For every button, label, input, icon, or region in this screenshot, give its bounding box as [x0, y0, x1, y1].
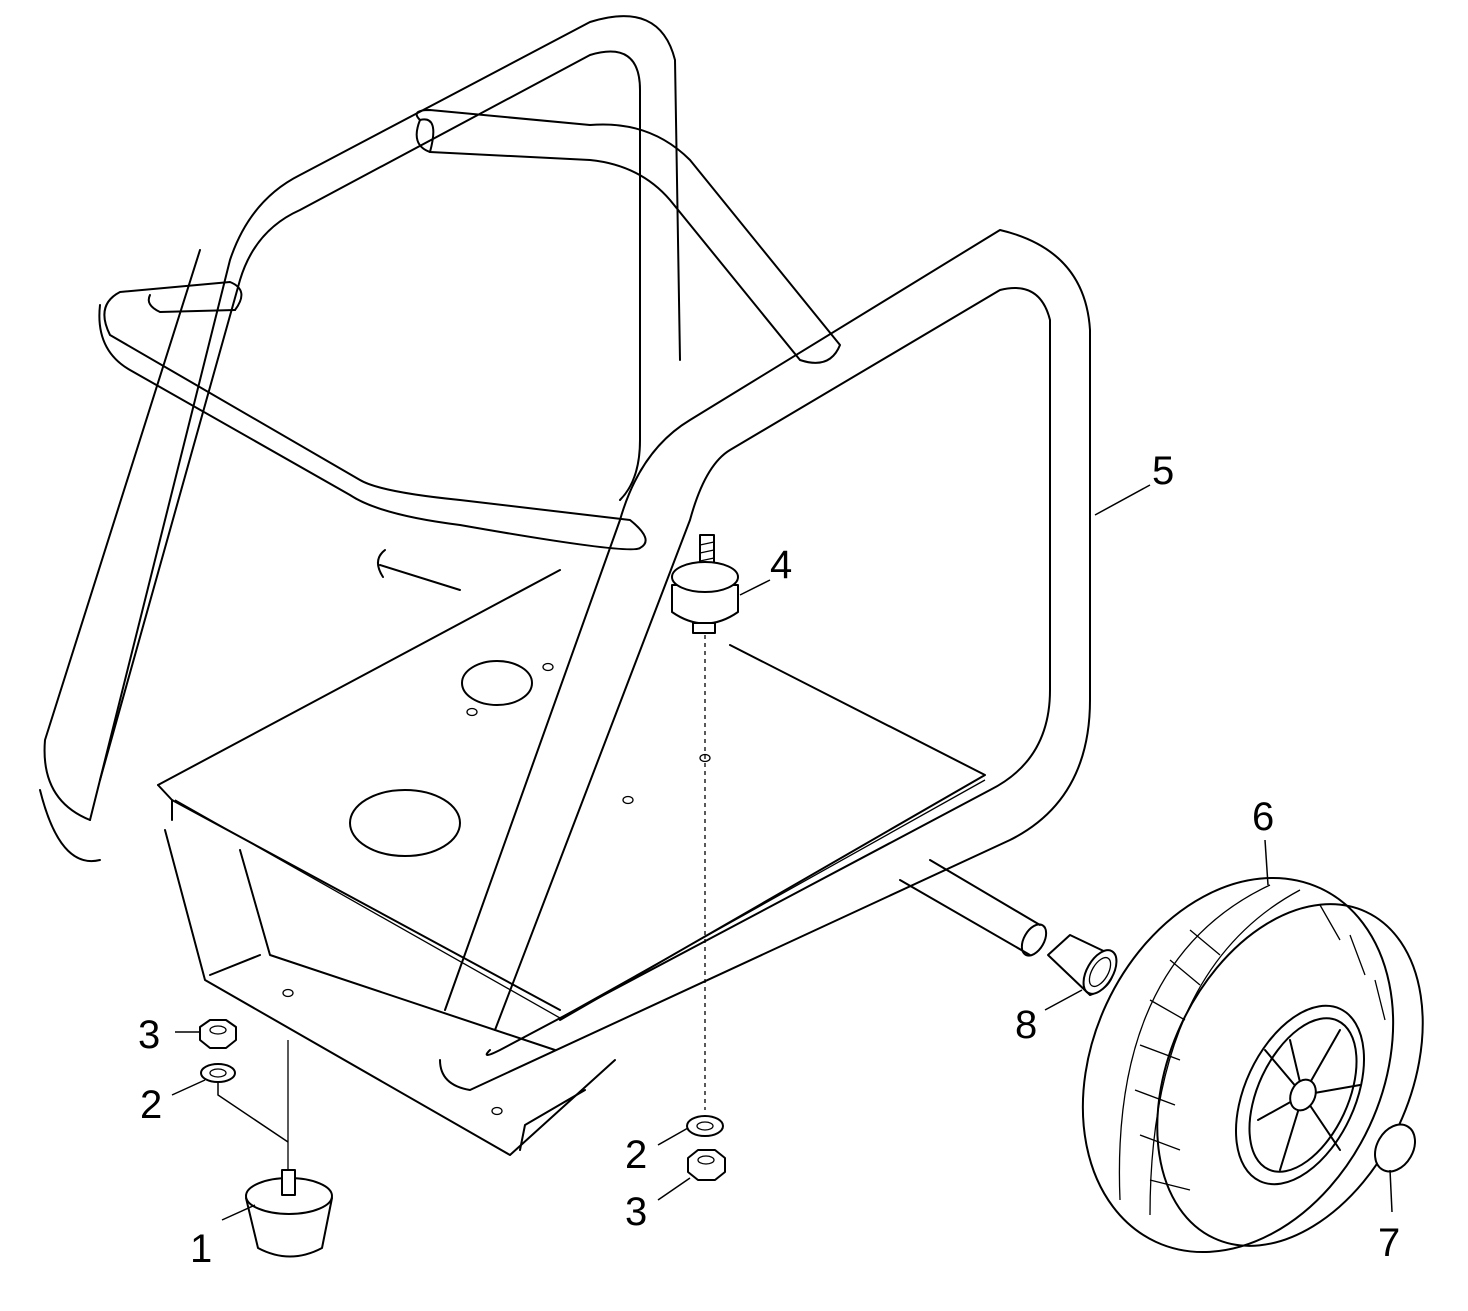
callout-1: 1: [190, 1227, 212, 1271]
nut-left: [199, 1019, 237, 1049]
rubber-foot: [245, 1040, 333, 1258]
washer-right: [686, 1115, 724, 1137]
axle: [377, 549, 1048, 957]
callout-7: 7: [1378, 1221, 1400, 1265]
callout-5: 5: [1152, 449, 1174, 493]
washer-left: [200, 1063, 236, 1083]
leader-lines: [171, 484, 1393, 1221]
callout-4: 4: [770, 543, 792, 587]
callout-2-right: 2: [625, 1133, 647, 1177]
callout-3-left: 3: [138, 1013, 160, 1057]
callout-8: 8: [1015, 1003, 1037, 1047]
nut-right: [687, 1149, 726, 1181]
frame-tube: [39, 15, 1091, 1091]
callout-3-right: 3: [625, 1190, 647, 1234]
bushing: [1047, 934, 1118, 996]
rubber-mount: [671, 534, 739, 1110]
callout-6: 6: [1252, 795, 1274, 839]
callout-2-left: 2: [140, 1083, 162, 1127]
callouts: 1 2 3 4 5 6 7 8 2 3: [138, 449, 1400, 1271]
wheel: [1081, 876, 1424, 1254]
base-plate: [157, 569, 986, 1156]
hub-cap: [1374, 1123, 1416, 1173]
